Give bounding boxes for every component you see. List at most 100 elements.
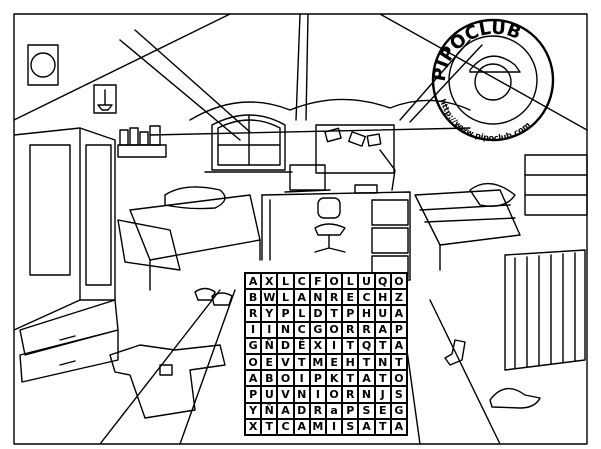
word-search-cell[interactable]: O [390,370,407,387]
word-search-cell[interactable]: Q [358,337,375,354]
word-search-cell[interactable]: T [358,354,375,371]
word-search-cell[interactable]: L [342,273,359,290]
word-search-cell[interactable]: E [374,402,391,419]
word-search-cell[interactable]: T [374,337,391,354]
word-search-cell[interactable]: K [326,370,343,387]
word-search-cell[interactable]: I [293,370,310,387]
word-search-cell[interactable]: E [342,289,359,306]
word-search-cell[interactable]: I [326,337,343,354]
word-search-cell[interactable]: S [342,418,359,435]
word-search-cell[interactable]: P [309,370,326,387]
word-search-cell[interactable]: M [309,354,326,371]
word-search-cell[interactable]: C [293,321,310,338]
word-search-cell[interactable]: Y [245,402,262,419]
word-search-cell[interactable]: O [390,273,407,290]
word-search-cell[interactable]: a [326,402,343,419]
word-search-cell[interactable]: X [309,337,326,354]
word-search-cell[interactable]: D [309,305,326,322]
word-search-cell[interactable]: T [390,354,407,371]
word-search-cell[interactable]: N [374,354,391,371]
word-search-cell[interactable]: B [245,289,262,306]
word-search-cell[interactable]: A [293,418,310,435]
word-search-cell[interactable]: R [358,321,375,338]
word-search-cell[interactable]: T [261,418,278,435]
word-search-cell[interactable]: D [277,337,294,354]
word-search-cell[interactable]: N [293,386,310,403]
word-search-cell[interactable]: N [358,386,375,403]
word-search-cell[interactable]: I [261,321,278,338]
word-search-cell[interactable]: T [374,370,391,387]
word-search-cell[interactable]: H [342,354,359,371]
word-search-cell[interactable]: A [293,289,310,306]
word-search-cell[interactable]: Ñ [261,337,278,354]
word-search-cell[interactable]: N [277,321,294,338]
word-search-cell[interactable]: A [390,418,407,435]
word-search-cell[interactable]: L [293,305,310,322]
word-search-cell[interactable]: M [309,418,326,435]
word-search-cell[interactable]: U [358,273,375,290]
word-search-cell[interactable]: I [245,321,262,338]
word-search-cell[interactable]: P [245,386,262,403]
word-search-cell[interactable]: Y [261,305,278,322]
word-search-cell[interactable]: T [374,418,391,435]
word-search-cell[interactable]: T [342,337,359,354]
word-search-cell[interactable]: R [245,305,262,322]
word-search-cell[interactable]: C [358,289,375,306]
word-search-cell[interactable]: P [342,402,359,419]
word-search-cell[interactable]: E [326,354,343,371]
word-search-cell[interactable]: Ë [293,337,310,354]
word-search-cell[interactable]: R [326,289,343,306]
word-search-cell[interactable]: J [374,386,391,403]
word-search-cell[interactable]: A [277,402,294,419]
word-search-cell[interactable]: C [277,418,294,435]
word-search-cell[interactable]: A [390,305,407,322]
word-search-cell[interactable]: A [358,370,375,387]
word-search-cell[interactable]: G [390,402,407,419]
word-search-cell[interactable]: A [245,273,262,290]
word-search-cell[interactable]: T [326,305,343,322]
word-search-cell[interactable]: O [326,273,343,290]
word-search-cell[interactable]: I [309,386,326,403]
word-search-cell[interactable]: Ñ [261,402,278,419]
word-search-cell[interactable]: E [261,354,278,371]
word-search-cell[interactable]: L [277,289,294,306]
word-search-cell[interactable]: A [390,337,407,354]
word-search-cell[interactable]: U [374,305,391,322]
word-search-cell[interactable]: O [245,354,262,371]
word-search-cell[interactable]: O [326,321,343,338]
word-search-cell[interactable]: P [342,305,359,322]
word-search-cell[interactable]: F [309,273,326,290]
word-search-cell[interactable]: V [277,386,294,403]
word-search-cell[interactable]: G [245,337,262,354]
word-search-cell[interactable]: X [245,418,262,435]
word-search-cell[interactable]: V [277,354,294,371]
word-search-cell[interactable]: U [261,386,278,403]
word-search-cell[interactable]: A [245,370,262,387]
word-search-cell[interactable]: P [277,305,294,322]
word-search-cell[interactable]: Q [374,273,391,290]
word-search-cell[interactable]: G [309,321,326,338]
word-search-cell[interactable]: W [261,289,278,306]
word-search-cell[interactable]: X [261,273,278,290]
word-search-cell[interactable]: A [358,418,375,435]
word-search-cell[interactable]: O [277,370,294,387]
word-search-cell[interactable]: L [277,273,294,290]
word-search-cell[interactable]: H [374,289,391,306]
word-search-cell[interactable]: I [326,418,343,435]
word-search-cell[interactable]: O [326,386,343,403]
word-search-cell[interactable]: R [342,321,359,338]
word-search-cell[interactable]: R [342,386,359,403]
word-search-cell[interactable]: H [358,305,375,322]
word-search-cell[interactable]: S [390,386,407,403]
word-search-cell[interactable]: A [374,321,391,338]
word-search-cell[interactable]: S [358,402,375,419]
word-search-cell[interactable]: T [293,354,310,371]
word-search-cell[interactable]: Z [390,289,407,306]
word-search-cell[interactable]: N [309,289,326,306]
word-search-cell[interactable]: B [261,370,278,387]
word-search-cell[interactable]: T [342,370,359,387]
word-search-cell[interactable]: R [309,402,326,419]
word-search-cell[interactable]: P [390,321,407,338]
word-search-cell[interactable]: D [293,402,310,419]
word-search-cell[interactable]: C [293,273,310,290]
